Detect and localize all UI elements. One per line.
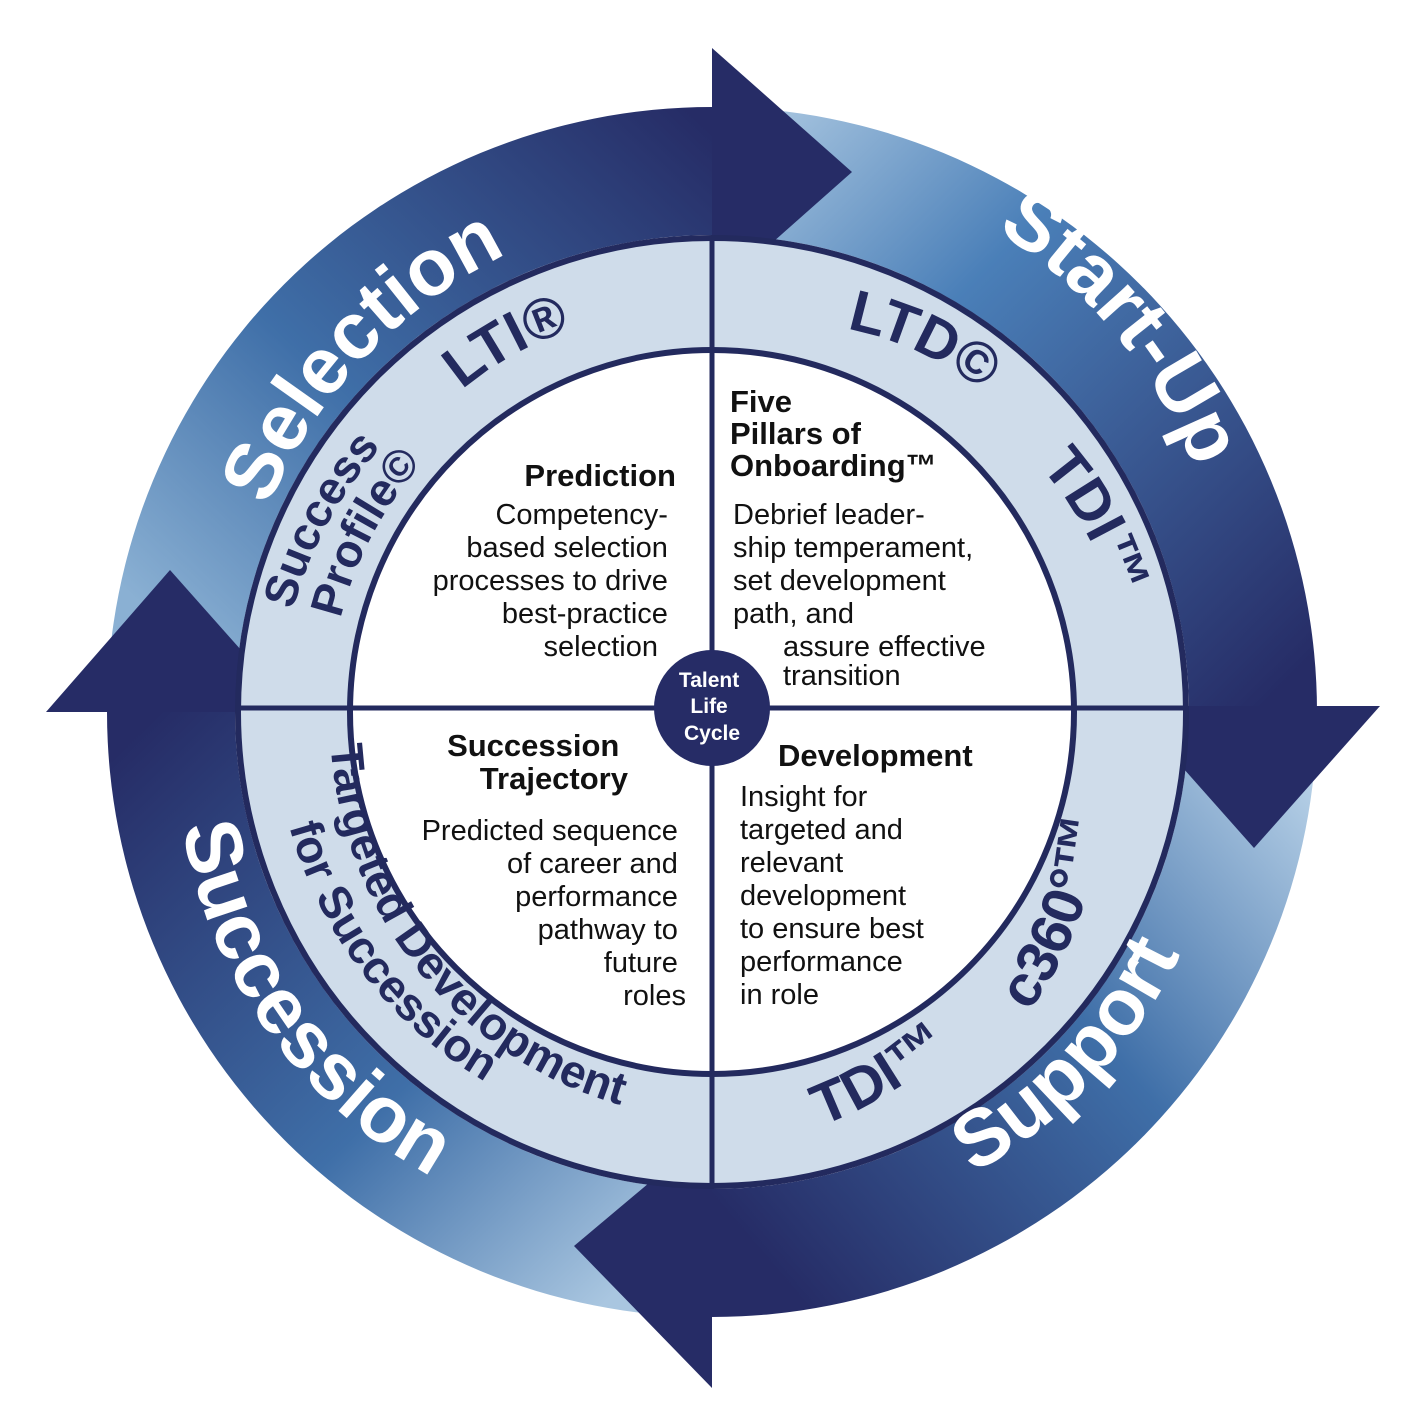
succession-body: Predicted sequence of career and perform… xyxy=(422,815,686,1012)
arrowhead-bottom-icon xyxy=(574,1130,712,1388)
prediction-body: Competency- based selection processes to… xyxy=(433,499,676,663)
development-body: Insight for targeted and relevant develo… xyxy=(740,781,932,1011)
hub-label: Talent Life Cycle xyxy=(679,669,745,745)
quadrant-prediction: Prediction Competency- based selection p… xyxy=(433,458,676,663)
hub-circle xyxy=(654,650,770,766)
quadrant-succession: Succession Trajectory Predicted sequence… xyxy=(422,728,686,1012)
development-title: Development xyxy=(778,738,973,773)
quadrant-onboarding: Five Pillars of Onboarding™ Debrief lead… xyxy=(730,384,994,692)
outer-segment-startup xyxy=(712,107,1317,712)
quadrant-development: Development Insight for targeted and rel… xyxy=(740,738,973,1011)
outer-segment-support xyxy=(712,712,1317,1317)
outer-segment-succession xyxy=(107,712,712,1317)
outer-ring xyxy=(107,107,1317,1317)
onboarding-body: Debrief leader- ship temperament, set de… xyxy=(733,499,994,692)
succession-title: Succession Trajectory xyxy=(447,728,629,796)
onboarding-title: Five Pillars of Onboarding™ xyxy=(730,384,937,483)
arrowhead-left-icon xyxy=(46,570,296,712)
prediction-title: Prediction xyxy=(524,458,676,493)
arrowhead-top-icon xyxy=(712,48,852,296)
hub: Talent Life Cycle xyxy=(654,650,770,766)
outer-segment-selection xyxy=(107,107,712,712)
cycle-arrows xyxy=(46,48,1380,1388)
arrowhead-right-icon xyxy=(1128,706,1380,848)
